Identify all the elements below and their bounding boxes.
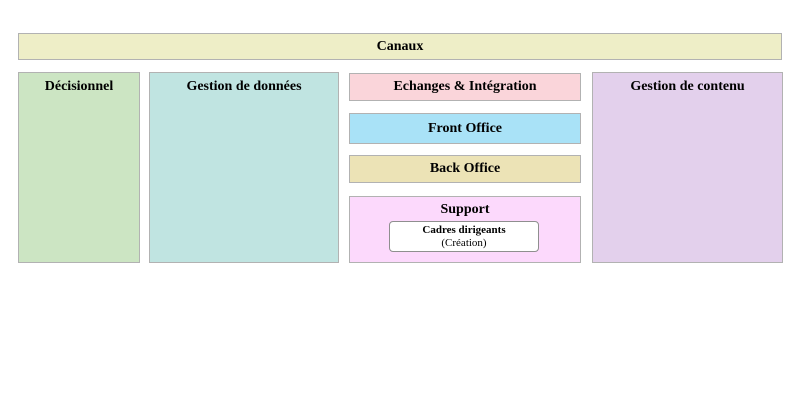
canaux-bar: Canaux	[18, 33, 782, 60]
decisionnel-box: Décisionnel	[18, 72, 140, 263]
decisionnel-label: Décisionnel	[44, 79, 114, 94]
support-box: Support Cadres dirigeants (Création)	[349, 196, 581, 263]
gestion-de-contenu-label: Gestion de contenu	[630, 79, 745, 94]
back-office-label: Back Office	[429, 161, 501, 176]
support-label: Support	[440, 202, 490, 217]
gestion-de-contenu-box: Gestion de contenu	[592, 72, 783, 263]
back-office-box: Back Office	[349, 155, 581, 183]
echanges-integration-box: Echanges & Intégration	[349, 73, 581, 101]
echanges-integration-label: Echanges & Intégration	[393, 79, 537, 94]
gestion-de-donnees-box: Gestion de données	[149, 72, 339, 263]
cadres-dirigeants-subtitle: (Création)	[441, 236, 487, 249]
front-office-box: Front Office	[349, 113, 581, 144]
gestion-de-donnees-label: Gestion de données	[186, 79, 302, 94]
cadres-dirigeants-card: Cadres dirigeants (Création)	[389, 221, 539, 252]
cadres-dirigeants-title: Cadres dirigeants	[422, 223, 506, 236]
canaux-label: Canaux	[376, 38, 424, 54]
front-office-label: Front Office	[428, 120, 502, 136]
